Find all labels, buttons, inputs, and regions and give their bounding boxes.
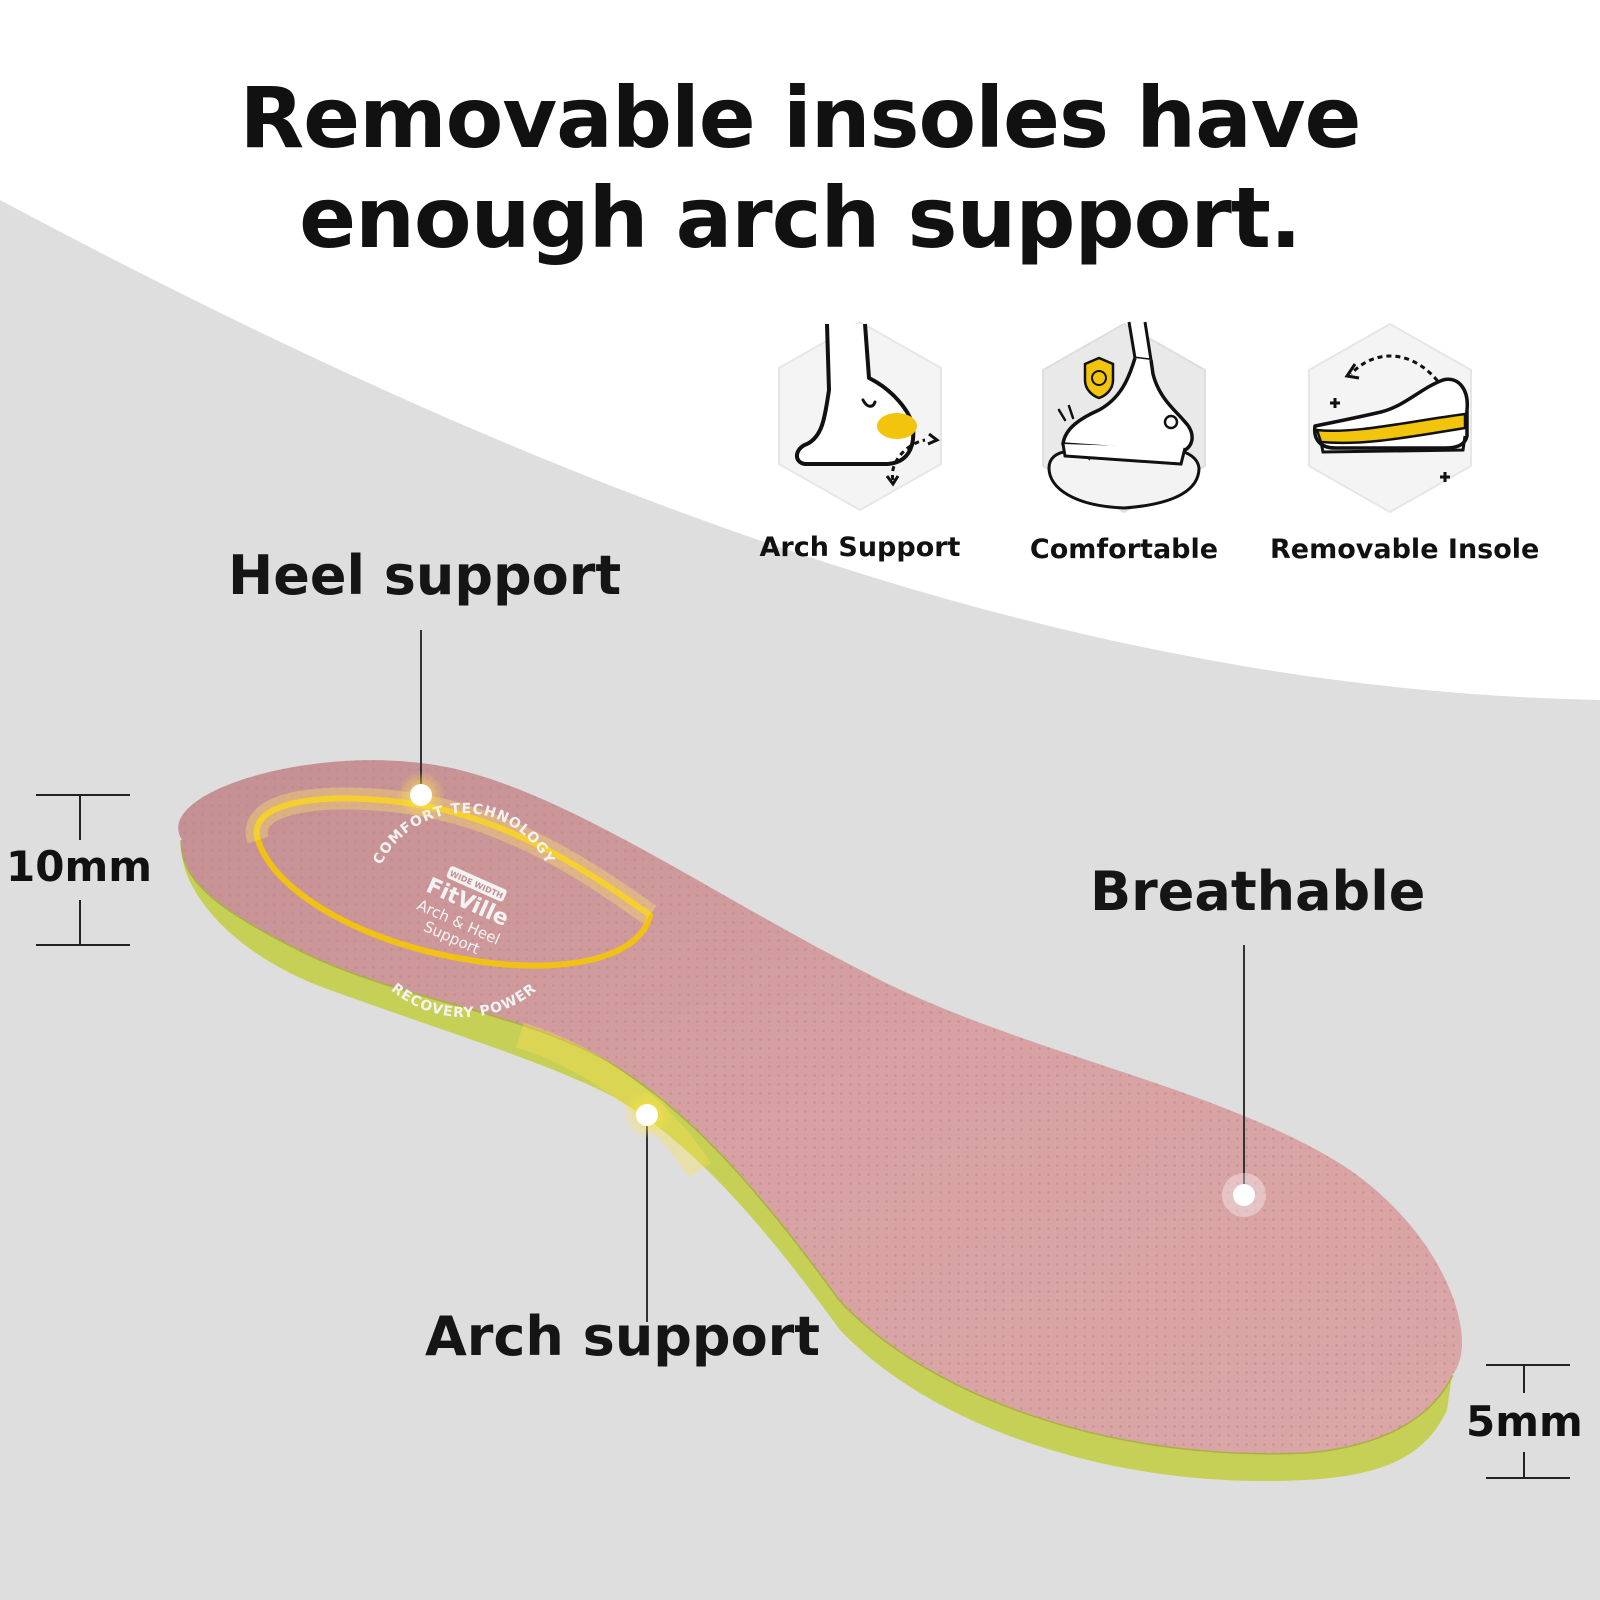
feature-label-arch-support: Arch Support (759, 532, 961, 563)
forefoot-thickness-bracket (1486, 1364, 1570, 1479)
heel-support-marker (397, 771, 445, 819)
forefoot-thickness-label: 5mm (1466, 1397, 1583, 1446)
breathable-marker (1222, 1173, 1266, 1217)
callout-arch-support: Arch support (425, 1305, 821, 1368)
feature-arch-support: Arch Support (740, 316, 980, 563)
cushioned-shoe-icon (1042, 321, 1206, 513)
callout-breathable: Breathable (1090, 860, 1426, 923)
arch-support-marker (623, 1091, 671, 1139)
feature-comfortable: Comfortable (1004, 318, 1244, 565)
feature-label-comfortable: Comfortable (1029, 534, 1219, 565)
heel-thickness-bracket (36, 794, 130, 946)
callout-heel-support: Heel support (228, 544, 622, 607)
feature-label-removable-insole: Removable Insole (1270, 534, 1540, 565)
feature-removable-insole: Removable Insole (1270, 318, 1540, 565)
foot-arch-icon (778, 321, 942, 511)
insole-removal-icon (1308, 323, 1472, 513)
headline-line-1: Removable insoles have (239, 69, 1362, 167)
heel-thickness-label: 10mm (6, 842, 152, 891)
headline-line-2: enough arch support. (299, 169, 1302, 267)
